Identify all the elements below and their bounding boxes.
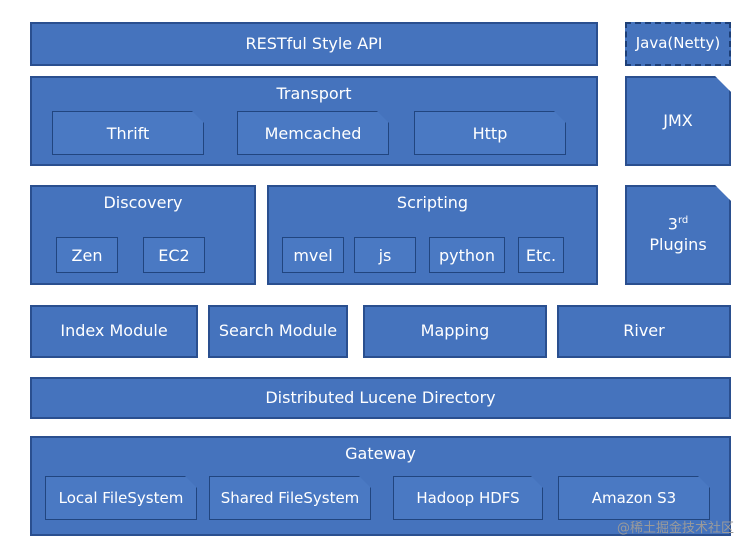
module-label: Search Module: [218, 321, 338, 341]
gateway-item-hadoop-hdfs: Hadoop HDFS: [393, 476, 543, 520]
river-box: River: [557, 305, 731, 358]
gateway-item-label: Shared FileSystem: [220, 489, 360, 507]
transport-item-label: Memcached: [264, 123, 362, 143]
gateway-item-shared-filesystem: Shared FileSystem: [209, 476, 371, 520]
index-module-box: Index Module: [30, 305, 198, 358]
transport-item-label: Http: [472, 123, 508, 143]
scripting-item-mvel: mvel: [282, 237, 344, 273]
plugins-number: 3rd: [668, 215, 688, 234]
discovery-item-zen: Zen: [56, 237, 118, 273]
discovery-title: Discovery: [103, 193, 183, 212]
plugins-number-text: 3: [667, 214, 678, 234]
gateway-item-label: Local FileSystem: [58, 489, 184, 507]
scripting-item-python: python: [429, 237, 505, 273]
discovery-layer: Discovery Zen EC2: [30, 185, 256, 285]
scripting-item-label: mvel: [293, 245, 333, 265]
java-netty-box: Java(Netty): [625, 22, 731, 66]
transport-item-http: Http: [414, 111, 566, 155]
java-netty-label: Java(Netty): [635, 34, 721, 53]
discovery-item-label: EC2: [158, 245, 190, 265]
scripting-title: Scripting: [396, 193, 469, 212]
gateway-item-label: Amazon S3: [591, 489, 677, 507]
transport-item-thrift: Thrift: [52, 111, 204, 155]
module-label: Index Module: [60, 321, 168, 341]
transport-item-memcached: Memcached: [237, 111, 389, 155]
scripting-layer: Scripting mvel js python Etc.: [267, 185, 598, 285]
module-label: River: [623, 321, 665, 341]
gateway-item-local-filesystem: Local FileSystem: [45, 476, 197, 520]
scripting-item-label: js: [378, 245, 392, 265]
gateway-title: Gateway: [345, 444, 416, 463]
third-party-plugins-box: 3rd Plugins: [625, 185, 731, 285]
transport-item-label: Thrift: [106, 123, 150, 143]
jmx-box: JMX: [625, 76, 731, 166]
scripting-item-label: Etc.: [525, 245, 557, 265]
discovery-item-label: Zen: [71, 245, 103, 265]
transport-layer: Transport Thrift Memcached Http: [30, 76, 598, 166]
gateway-item-label: Hadoop HDFS: [416, 489, 520, 507]
plugins-label: Plugins: [649, 235, 707, 255]
scripting-item-js: js: [354, 237, 416, 273]
jmx-label: JMX: [663, 110, 693, 130]
watermark: @稀土掘金技术社区: [616, 521, 734, 536]
distributed-lucene-directory-layer: Distributed Lucene Directory: [30, 377, 731, 419]
restful-api-layer: RESTful Style API: [30, 22, 598, 66]
restful-api-label: RESTful Style API: [245, 33, 383, 53]
plugins-ordinal-suffix: rd: [677, 215, 689, 227]
lucene-label: Distributed Lucene Directory: [265, 387, 496, 407]
module-label: Mapping: [420, 321, 490, 341]
scripting-item-etc: Etc.: [518, 237, 564, 273]
mapping-box: Mapping: [363, 305, 547, 358]
scripting-item-label: python: [439, 245, 495, 265]
discovery-item-ec2: EC2: [143, 237, 205, 273]
gateway-item-amazon-s3: Amazon S3: [558, 476, 710, 520]
gateway-layer: Gateway Local FileSystem Shared FileSyst…: [30, 436, 731, 536]
search-module-box: Search Module: [208, 305, 348, 358]
transport-title: Transport: [276, 84, 352, 103]
